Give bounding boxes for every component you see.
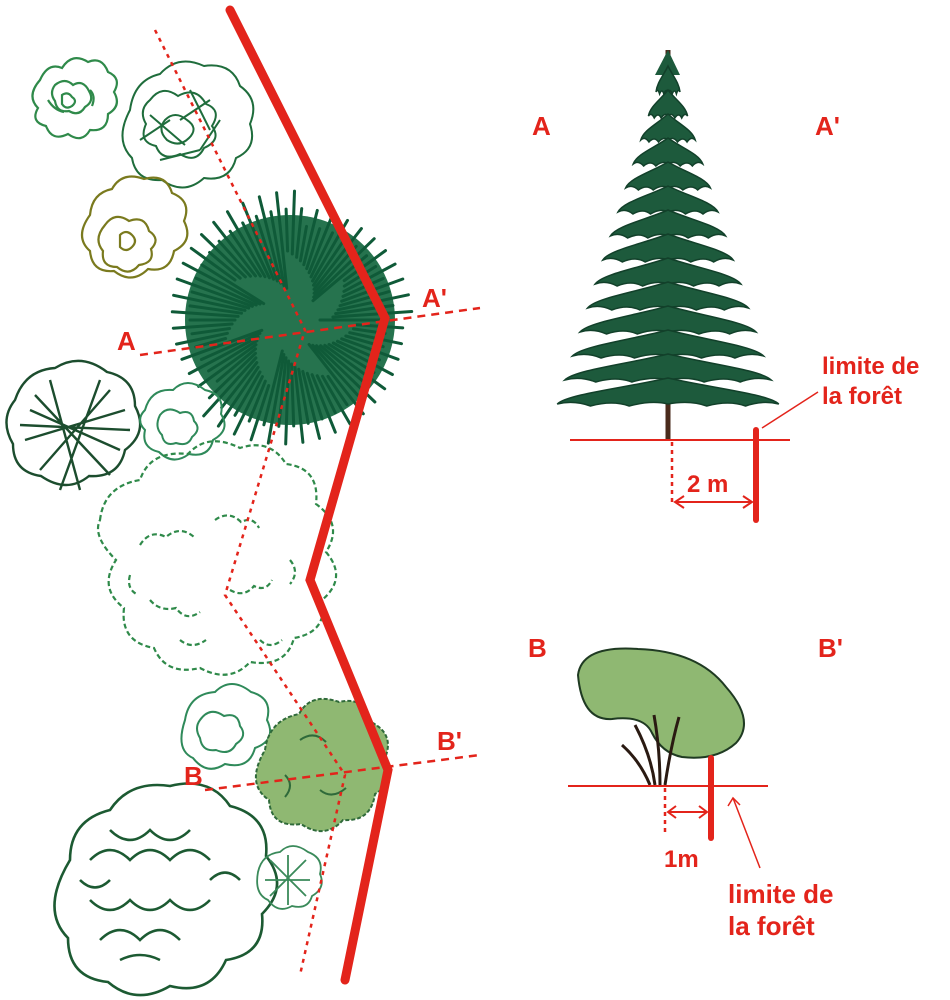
plan-label-b-prime: B' <box>437 726 462 756</box>
limit-callout-line-b <box>733 798 760 868</box>
conifer-plan <box>172 191 411 444</box>
section-b-left-label: B <box>528 633 547 663</box>
limit-label-b-line1: limite de <box>728 879 833 909</box>
plan-label-b: B <box>184 761 203 791</box>
broadleaf-elevation <box>578 649 744 785</box>
limit-label-a-line1: limite de <box>822 353 919 380</box>
limit-callout-line-a <box>762 392 818 428</box>
distance-label-b: 1m <box>664 846 699 873</box>
shrub-olive <box>82 177 187 278</box>
conifer-needle <box>286 209 288 251</box>
tree-dark-bottom <box>54 784 277 996</box>
distance-label-a: 2 m <box>687 471 728 498</box>
section-b: B B' 1m limite de la forêt <box>528 633 843 941</box>
plan-label-a-prime: A' <box>422 283 447 313</box>
offset-line-plan <box>155 30 345 975</box>
conifer-tier <box>557 378 779 406</box>
dimension-arrow-b <box>668 806 707 818</box>
section-a-left-label: A <box>532 111 551 141</box>
limit-label-b-line2: la forêt <box>728 911 815 941</box>
shrub-dark-left <box>6 361 140 490</box>
section-b-right-label: B' <box>818 633 843 663</box>
plan-view: A A' B B' <box>6 10 480 995</box>
shrub-top-left <box>32 58 116 138</box>
broadleaf-dashed-plan <box>98 441 336 674</box>
shrub-top <box>122 62 253 188</box>
section-a: A A' 2 m limite de la forêt <box>532 50 919 520</box>
limit-label-a-line2: la forêt <box>822 383 902 410</box>
forest-limit-line-plan <box>230 10 388 980</box>
shrub-teal-bottom <box>181 684 270 769</box>
conifer-elevation <box>557 50 779 440</box>
section-a-right-label: A' <box>815 111 840 141</box>
plan-label-a: A <box>117 326 136 356</box>
